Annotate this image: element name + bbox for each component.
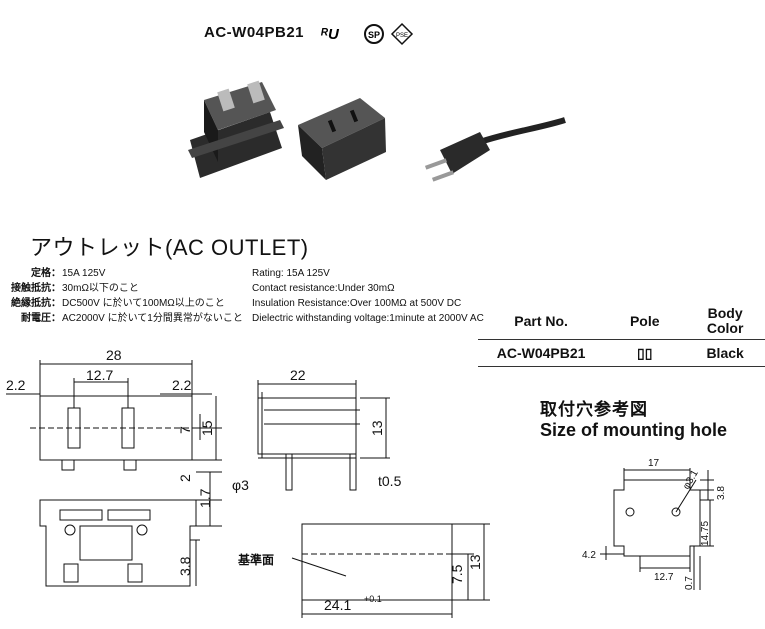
outlet-photo-left [188,80,284,178]
svg-text:SP: SP [368,30,380,40]
side-view-drawing [257,380,390,491]
front-view-2-drawing [39,471,222,587]
table-row: AC-W04PB21 ▯▯ Black [478,340,765,367]
ul-mark-icon: ᴿU [320,26,340,43]
technical-drawings: 28 12.7 2.2 2.2 7 15 22 13 φ3 t0.5 2 1.7… [6,347,727,618]
dim-bottom-h2: 13 [467,554,483,570]
dim-mh-height: 3.8 [716,486,727,500]
spec-line: Insulation Resistance:Over 100MΩ at 500V… [252,298,462,309]
dim-mh-bottom-right: 0.7 [684,576,695,590]
outlet-photo-middle [298,98,386,180]
product-photos [188,80,566,182]
model-number: AC-W04PB21 [204,24,305,41]
spec-value: 15A 125V [62,268,106,279]
cell-pole: ▯▯ [637,344,653,361]
dim-front2-c: 3.8 [177,556,193,576]
header-part-no: Part No. [514,312,568,329]
bottom-view-drawing [291,523,490,618]
front-view-drawing [6,360,222,471]
spec-label: 耐電圧： [21,313,61,324]
table-header-row: Part No. Pole Body Color [478,303,765,340]
dim-front2-a: 2 [177,474,193,482]
mounting-hole-title-jp: 取付穴参考図 [540,400,648,419]
parts-table: Part No. Pole Body Color AC-W04PB21 ▯▯ B… [478,303,765,367]
cell-part-no: AC-W04PB21 [496,345,586,361]
dim-left-offset: 2.2 [6,377,26,393]
dim-mh-width: 17 [648,458,660,469]
spec-values-en: Rating: 15A 125V Contact resistance:Unde… [252,266,484,326]
cell-body-color: Black [706,345,744,361]
dim-bottom-h1: 7.5 [449,564,465,584]
csa-mark-icon: SP [364,24,384,44]
svg-text:ᴿU: ᴿU [320,26,340,43]
header-pole: Pole [629,312,660,329]
product-title: アウトレット(AC OUTLET) [30,235,309,260]
spec-value: 30mΩ以下のこと [62,283,139,294]
dim-front-width: 28 [106,347,122,363]
dim-mh-hole: φ3.1 [681,468,701,492]
dim-bottom-width-tol: +0.1 [364,594,382,604]
spec-labels-jp: 定格： 接触抵抗： 絶縁抵抗： 耐電圧： [5,266,61,326]
dim-bottom-width: 24.1 [324,597,351,613]
dim-mh-left: 4.2 [582,550,596,561]
header-body-color: Body Color [706,305,744,336]
mounting-hole-title-en: Size of mounting hole [540,420,727,440]
dim-right-offset: 2.2 [172,377,192,393]
dim-mh-bottom: 12.7 [654,572,674,583]
dim-side-height: 13 [369,420,385,436]
dim-front-h1: 7 [177,426,193,434]
spec-line: Rating: 15A 125V [252,268,330,279]
spec-label: 定格： [31,268,61,279]
plug-cord-photo [424,117,566,182]
dim-side-width: 22 [290,367,306,383]
pse-mark-icon: PSE [390,22,414,46]
dim-pin-diameter: φ3 [232,477,249,493]
dim-front2-b: 1.7 [197,488,213,508]
certification-marks: ᴿU SP PSE [320,22,414,46]
reference-plane-label: 基準面 [237,552,274,567]
spec-line: Contact resistance:Under 30mΩ [252,283,395,294]
dim-thickness: t0.5 [378,473,402,489]
mounting-hole-drawing [600,468,714,590]
spec-value: AC2000V に於いて1分間異常がないこと [62,313,243,324]
dim-mh-right: 14.75 [700,521,711,546]
spec-line: Dielectric withstanding voltage:1minute … [252,313,484,324]
spec-values-jp: 15A 125V 30mΩ以下のこと DC500V に於いて100MΩ以上のこと… [62,266,243,326]
pse-label: PSE [396,33,408,39]
dim-pin-spacing: 12.7 [86,367,113,383]
spec-label: 接触抵抗： [11,283,61,294]
spec-value: DC500V に於いて100MΩ以上のこと [62,298,225,309]
dim-front-h2: 15 [199,420,215,436]
spec-label: 絶縁抵抗： [11,298,61,309]
